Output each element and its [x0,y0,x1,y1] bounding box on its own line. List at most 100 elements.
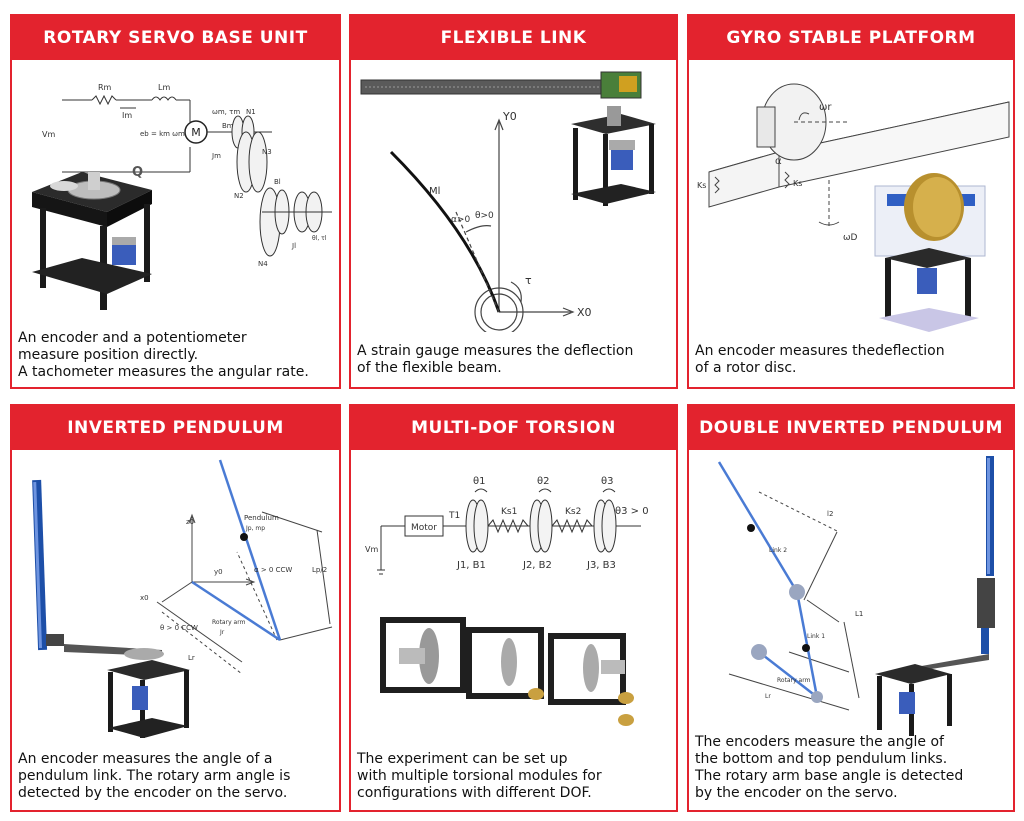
servo-label-n3: N3 [262,148,272,156]
servo-label-tl: θl, τl [312,235,327,242]
panel-description: A strain gauge measures the deflection o… [357,343,670,377]
servo-label-vm: Vm [42,130,55,139]
flexible-link-figure: Y0 X0 Ml α>0 θ>0 τ [351,62,676,337]
tors-label-th3: θ3 [601,476,613,487]
torsion-diagram: Motor Vm T1 Ks1 Ks2 θ1 θ2 θ3 θ3 > 0 J1, … [365,476,649,726]
torsion-figure: Motor Vm T1 Ks1 Ks2 θ1 θ2 θ3 θ3 > 0 J1, … [351,452,676,757]
servo-label-wm: ωm, τm [212,108,240,116]
desc-line: configurations with different DOF. [357,785,592,801]
pend-label-y0: y0 [214,568,223,576]
flexible-link-unit-image [571,106,656,206]
dbl-label-l2: l2 [827,510,833,518]
gyro-label-ks2: Ks [793,179,802,188]
tors-label-vm: Vm [365,545,378,554]
torsion-modules-image [380,617,634,726]
inverted-pendulum-diagram: z0 y0 x0 Pendulum Jp, mp α > 0 CCW Lp/2 … [32,459,333,738]
desc-line: A strain gauge measures the deflection [357,343,634,359]
tors-label-k2: Ks2 [565,507,581,517]
gyro-unit-image [874,173,986,332]
servo-label-n1: N1 [246,108,256,116]
pend-label-x0: x0 [140,594,149,602]
desc-line: by the encoder on the servo. [695,785,898,801]
tors-label-k1: Ks1 [501,507,517,517]
gyro-label-alpha: α [775,156,782,167]
flex-label-alpha: α>0 [451,215,470,225]
panel-description: The encoders measure the angle of the bo… [695,734,1007,802]
pend-label-lr: Lr [188,654,195,662]
tors-label-j1: J1, B1 [456,560,486,571]
desc-line: measure position directly. [18,347,199,363]
panel-gyro-platform: GYRO STABLE PLATFORM ωr α ωD Ks Ks [687,14,1015,389]
panel-title: DOUBLE INVERTED PENDULUM [689,406,1013,450]
gyro-label-ks1: Ks [697,181,706,190]
servo-label-im: Im [122,111,132,120]
pend-label-z0: z0 [186,518,194,526]
desc-line: The rotary arm base angle is detected [695,768,964,784]
tors-label-t1: T1 [448,511,460,521]
servo-label-jl: Jl [291,242,296,250]
pend-label-lp: Lp/2 [312,566,327,574]
panel-description: An encoder measures the angle of a pendu… [18,751,333,802]
inverted-pendulum-figure: z0 y0 x0 Pendulum Jp, mp α > 0 CCW Lp/2 … [12,452,339,757]
gyro-label-wr: ωr [819,102,832,113]
servo-diagram: M Rm Lm Im Vm eb = km ωm ωm, τm Bm Jm [32,83,332,310]
panel-description: An encoder and a potentiometer measure p… [18,330,333,381]
desc-line: An encoder measures thedeflection [695,343,945,359]
servo-label-m: M [191,126,201,139]
double-pendulum-diagram: Link 2 Link 1 Rotary arm l2 L1 Lr [717,456,995,736]
gyro-figure: ωr α ωD Ks Ks [689,62,1013,337]
servo-label-rm: Rm [98,83,112,92]
desc-line: of a rotor disc. [695,360,797,376]
servo-label-em: eb = km ωm [140,130,185,138]
panel-title: INVERTED PENDULUM [12,406,339,450]
desc-line: The experiment can be set up [357,751,568,767]
desc-line: The encoders measure the angle of [695,734,944,750]
panel-description: An encoder measures thedeflection of a r… [695,343,1007,377]
panel-title: ROTARY SERVO BASE UNIT [12,16,339,60]
servo-unit-image: Q [32,165,152,310]
flex-label-ml: Ml [429,186,440,197]
rotary-servo-figure: M Rm Lm Im Vm eb = km ωm ωm, τm Bm Jm [12,62,339,317]
pendulum-unit-image [32,479,190,738]
tors-label-th3-positive: θ3 > 0 [615,506,649,517]
panel-title: MULTI-DOF TORSION [351,406,676,450]
panel-flexible-link: FLEXIBLE LINK [349,14,678,389]
flex-label-tau: τ [525,274,532,287]
panel-double-inverted-pendulum: DOUBLE INVERTED PENDULUM [687,404,1015,812]
panel-inverted-pendulum: INVERTED PENDULUM [10,404,341,812]
tors-label-j3: J3, B3 [586,560,616,571]
desc-line: pendulum link. The rotary arm angle is [18,768,291,784]
panel-rotary-servo: ROTARY SERVO BASE UNIT M Rm Lm Im Vm eb … [10,14,341,389]
panel-description: The experiment can be set up with multip… [357,751,670,802]
flex-label-y0: Y0 [502,110,517,123]
servo-label-lm: Lm [158,83,170,92]
desc-line: the bottom and top pendulum links. [695,751,948,767]
desc-line: A tachometer measures the angular rate. [18,364,309,380]
desc-line: detected by the encoder on the servo. [18,785,288,801]
pend-label-theta: θ > 0 CCW [160,624,198,632]
pend-label-alpha: α > 0 CCW [254,566,292,574]
flexible-link-diagram: Y0 X0 Ml α>0 θ>0 τ [360,71,656,337]
flex-label-x0: X0 [577,306,592,319]
pend-label-arm: Rotary arm [212,619,246,626]
double-pendulum-unit-image [875,456,995,736]
tors-label-motor: Motor [411,523,437,533]
dbl-label-arm: Rotary arm [777,677,811,684]
servo-label-n2: N2 [234,192,244,200]
servo-label-jm: Jm [211,152,221,160]
double-pendulum-figure: Link 2 Link 1 Rotary arm l2 L1 Lr [689,452,1013,747]
servo-label-n4: N4 [258,260,268,268]
dbl-label-l1: L1 [855,610,863,618]
panel-title: FLEXIBLE LINK [351,16,676,60]
flex-label-theta: θ>0 [475,211,494,221]
panel-title: GYRO STABLE PLATFORM [689,16,1013,60]
dbl-label-lr: Lr [765,693,771,700]
servo-label-bm: Bm [222,122,234,130]
servo-label-bl: Bl [274,178,281,186]
tors-label-th1: θ1 [473,476,485,487]
gyro-diagram: ωr α ωD Ks Ks [697,83,1010,332]
tors-label-j2: J2, B2 [522,560,552,571]
desc-line: An encoder and a potentiometer [18,330,247,346]
pend-label-jr: Jr [219,629,225,636]
tors-label-th2: θ2 [537,476,549,487]
